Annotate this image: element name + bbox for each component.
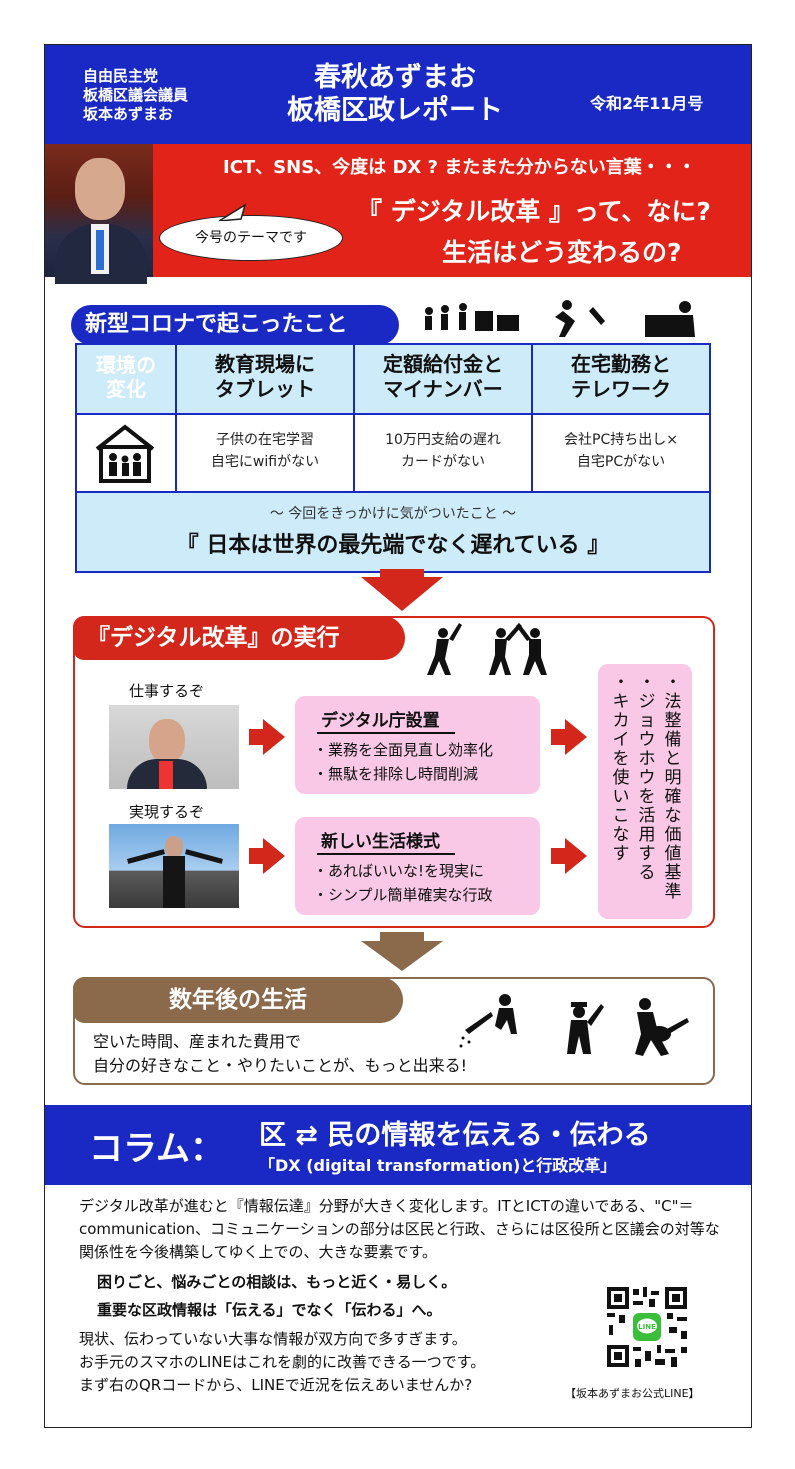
covid-table: 環境の 変化 教育現場に タブレット 定額給付金と マイナンバー 在宅勤務と テ… (75, 343, 711, 573)
new-lifestyle-title: 新しい生活様式 (321, 832, 440, 852)
arrow-to-vbox2 (565, 838, 587, 874)
closing-text: 現状、伝わっていない大事な情報が双方向で多すぎます。 お手元のスマホのLINEは… (79, 1330, 486, 1394)
banner-line3: 生活はどう変わるの? (442, 238, 682, 267)
section1-title: 新型コロナで起こったこと (71, 305, 399, 345)
speech-bubble: 今号のテーマです (159, 215, 343, 261)
benefit-issue: 10万円支給の遅れ カードがない (355, 415, 533, 493)
line-qr-code[interactable]: LINE (605, 1285, 689, 1369)
portrait-photo (45, 144, 153, 284)
policy-vertical-box: ・法整備と明確な価値基準 ・ジョウホウを活用する ・キカイを使いこなす (598, 664, 692, 919)
telework-issue: 会社PC持ち出し× 自宅PCがない (533, 415, 709, 493)
position: 板橋区議会議員 (83, 86, 189, 104)
bubble-tail (218, 203, 247, 221)
newsletter-page: 自由民主党 板橋区議会議員 坂本あずまお 春秋あずまお 板橋区政レポート 令和2… (44, 44, 752, 1428)
section2-box (73, 616, 715, 928)
column-paragraph: デジタル改革が進むと『情報伝達』分野が大きく変化します。ITとICTの違いである… (79, 1197, 720, 1261)
column-bar: コラム： 区 ⇄ 民の情報を伝える・伝わる 「DX (digital trans… (45, 1105, 751, 1185)
report-title-line2: 板橋区政レポート (287, 95, 503, 126)
column-label: コラム： (89, 1129, 224, 1169)
svg-text:LINE: LINE (638, 1323, 656, 1331)
family-house-icon (95, 424, 155, 483)
col-head-education: 教育現場に タブレット (177, 345, 355, 415)
issue-date: 令和2年11月号 (590, 94, 704, 113)
banner-line2: 『 デジタル改革 』って、なに? (357, 197, 711, 226)
education-issue: 子供の在宅学習 自宅にwifiがない (177, 415, 355, 493)
column-subtitle: 「DX (digital transformation)と行政改革」 (259, 1156, 617, 1175)
qr-caption: 【坂本あずまお公式LINE】 (565, 1387, 700, 1400)
realization-main: 『 日本は世界の最先端でなく遅れている 』 (176, 533, 610, 558)
report-title: 春秋あずまお 板橋区政レポート (245, 61, 545, 127)
digital-agency-title: デジタル庁設置 (321, 711, 440, 731)
consult-line: 困りごと、悩みごとの相談は、もっと近く・易しく。 (97, 1273, 457, 1291)
arrow-to-vbox1 (565, 719, 587, 755)
arrow-to-box2 (263, 838, 285, 874)
author-name: 坂本あずまお (83, 105, 174, 123)
section3-title: 数年後の生活 (73, 977, 403, 1023)
env-change-label: 環境の 変化 (77, 345, 177, 415)
author-block: 自由民主党 板橋区議会議員 坂本あずまお (83, 67, 188, 124)
section3-box (73, 977, 715, 1085)
realization-subtitle: ～ 今回をきっかけに気がついたこと ～ (269, 506, 517, 522)
family-house-icon-cell (77, 415, 177, 493)
arrow-to-box1 (263, 719, 285, 755)
policy-law: ・法整備と明確な価値基準 (664, 673, 682, 902)
down-arrow-brown (361, 941, 443, 971)
realization-box: ～ 今回をきっかけに気がついたこと ～ 『 日本は世界の最先端でなく遅れている … (77, 493, 709, 571)
section2-title: 『デジタル改革』の実行 (73, 616, 405, 660)
hobby-icons (459, 994, 689, 1056)
col-head-benefit: 定額給付金と マイナンバー (355, 345, 533, 415)
header-bar: 自由民主党 板橋区議会議員 坂本あずまお 春秋あずまお 板橋区政レポート 令和2… (45, 45, 751, 144)
rooftop-photo (109, 824, 239, 908)
banner-line1: ICT、SNS、今度は DX ? またまた分からない言葉・・・ (223, 157, 696, 178)
cheering-people-icons (427, 623, 547, 675)
qr-code-icon: LINE (605, 1285, 689, 1369)
column-title: 区 ⇄ 民の情報を伝える・伝わる (259, 1120, 651, 1151)
policy-machine: ・キカイを使いこなす (612, 673, 630, 864)
down-arrow-red (361, 577, 443, 611)
people-icons (425, 300, 695, 337)
col-head-telework: 在宅勤務と テレワーク (533, 345, 709, 415)
party-name: 自由民主党 (83, 67, 159, 85)
report-title-line1: 春秋あずまお (314, 62, 476, 93)
digital-agency-box: デジタル庁設置 ・業務を全面見直し効率化 ・無駄を排除し時間削減 (295, 696, 540, 794)
label-work: 仕事するぞ (129, 682, 205, 700)
policy-information: ・ジョウホウを活用する (638, 673, 656, 883)
future-life-text: 空いた時間、産まれた費用で 自分の好きなこと・やりたいことが、もっと出来る! (93, 1032, 468, 1075)
new-lifestyle-box: 新しい生活様式 ・あればいいな!を現実に ・シンプル簡単確実な行政 (295, 817, 540, 915)
info-line: 重要な区政情報は「伝える」でなく「伝わる」へ。 (97, 1301, 442, 1319)
label-realize: 実現するぞ (129, 803, 205, 821)
speech-photo (109, 705, 239, 789)
